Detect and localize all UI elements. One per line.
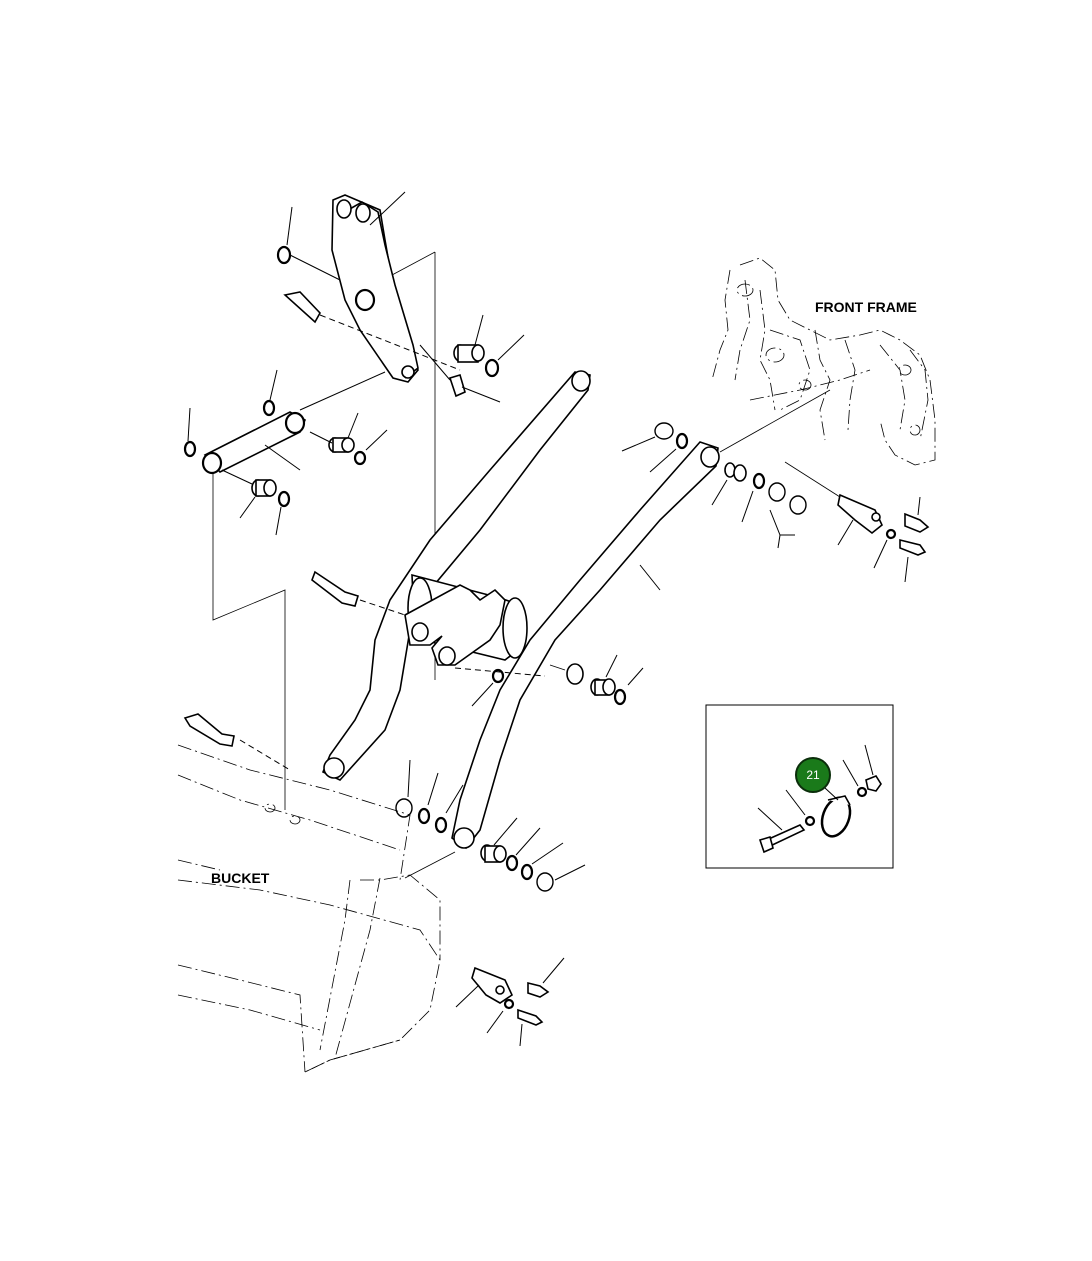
bushing bbox=[251, 479, 277, 497]
o-ring bbox=[183, 440, 197, 458]
pin bbox=[837, 493, 883, 535]
bucket-outline bbox=[177, 744, 441, 1073]
grease-fitting bbox=[527, 981, 550, 998]
pin bbox=[183, 713, 291, 771]
bolt bbox=[517, 1008, 544, 1026]
link bbox=[201, 411, 307, 475]
inset-bolt bbox=[758, 824, 806, 854]
bushing bbox=[328, 437, 355, 453]
inset-nut bbox=[865, 775, 882, 792]
bushing bbox=[724, 462, 747, 482]
bushing bbox=[480, 844, 507, 863]
bell-crank bbox=[331, 194, 419, 383]
retaining-ring bbox=[820, 795, 852, 838]
pin bbox=[471, 966, 514, 1004]
detail-inset-box bbox=[705, 704, 894, 869]
front-frame-outline bbox=[711, 257, 936, 466]
bolt bbox=[904, 512, 930, 533]
o-ring bbox=[276, 245, 292, 265]
o-ring bbox=[262, 399, 276, 417]
bushing bbox=[453, 344, 485, 363]
callout-marker[interactable]: 21 bbox=[795, 757, 831, 793]
pin bbox=[311, 570, 406, 616]
grease-fitting bbox=[448, 374, 501, 403]
pin bbox=[283, 291, 461, 371]
callout-circle[interactable] bbox=[795, 757, 831, 793]
bucket-label: BUCKET bbox=[211, 870, 270, 886]
bolt bbox=[899, 538, 927, 556]
callout-number: 21 bbox=[806, 768, 820, 782]
front-frame-label: FRONT FRAME bbox=[815, 299, 917, 315]
o-ring bbox=[484, 358, 500, 378]
bushing bbox=[566, 663, 616, 696]
boom bbox=[321, 370, 720, 850]
